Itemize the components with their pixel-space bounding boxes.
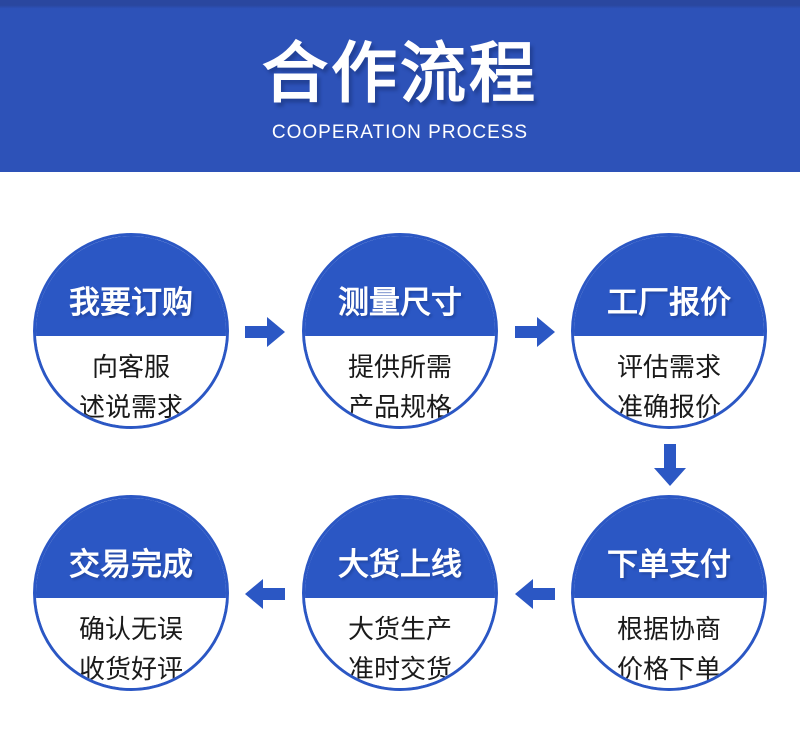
step-title: 交易完成 [69, 547, 193, 582]
step-circle-header: 下单支付 [574, 498, 764, 598]
step-circle-pay: 下单支付 根据协商 价格下单 [571, 495, 767, 691]
step-circle-order: 我要订购 向客服 述说需求 [33, 233, 229, 429]
arrow-right-icon [245, 317, 285, 347]
arrow-left-icon [515, 579, 555, 609]
step-desc-line: 确认无误 [78, 614, 183, 644]
step-circle-header: 测量尺寸 [305, 236, 495, 336]
step-circle-body: 提供所需 产品规格 [305, 336, 495, 426]
step-circle-production: 大货上线 大货生产 准时交货 [302, 495, 498, 691]
step-circle-quote: 工厂报价 评估需求 准确报价 [571, 233, 767, 429]
step-circle-body: 大货生产 准时交货 [305, 598, 495, 688]
step-circle-body: 确认无误 收货好评 [36, 598, 226, 688]
arrow-right-icon [515, 317, 555, 347]
step-desc-line: 准时交货 [347, 654, 452, 684]
step-title: 下单支付 [607, 547, 731, 582]
step-circle-complete: 交易完成 确认无误 收货好评 [33, 495, 229, 691]
step-desc-line: 提供所需 [347, 352, 452, 382]
header-banner: 合作流程 COOPERATION PROCESS [0, 0, 800, 172]
step-desc-line: 准确报价 [616, 392, 721, 422]
step-desc-line: 评估需求 [616, 352, 721, 382]
step-desc-line: 根据协商 [616, 614, 721, 644]
step-circle-header: 大货上线 [305, 498, 495, 598]
arrow-down-icon [654, 444, 686, 486]
step-desc-line: 产品规格 [347, 392, 452, 422]
step-circle-header: 我要订购 [36, 236, 226, 336]
page-subtitle: COOPERATION PROCESS [271, 122, 529, 143]
step-title: 大货上线 [338, 547, 462, 582]
step-circle-body: 向客服 述说需求 [36, 336, 226, 426]
step-title: 我要订购 [69, 285, 193, 320]
step-circle-header: 交易完成 [36, 498, 226, 598]
step-desc-line: 向客服 [91, 352, 170, 382]
page-title: 合作流程 [262, 36, 538, 110]
step-circle-measure: 测量尺寸 提供所需 产品规格 [302, 233, 498, 429]
step-circle-header: 工厂报价 [574, 236, 764, 336]
arrow-left-icon [245, 579, 285, 609]
step-desc-line: 述说需求 [78, 392, 183, 422]
step-desc-line: 价格下单 [616, 654, 721, 684]
step-circle-body: 根据协商 价格下单 [574, 598, 764, 688]
step-title: 测量尺寸 [338, 285, 462, 320]
step-title: 工厂报价 [607, 285, 731, 320]
step-desc-line: 收货好评 [78, 654, 183, 684]
step-desc-line: 大货生产 [347, 614, 452, 644]
step-circle-body: 评估需求 准确报价 [574, 336, 764, 426]
